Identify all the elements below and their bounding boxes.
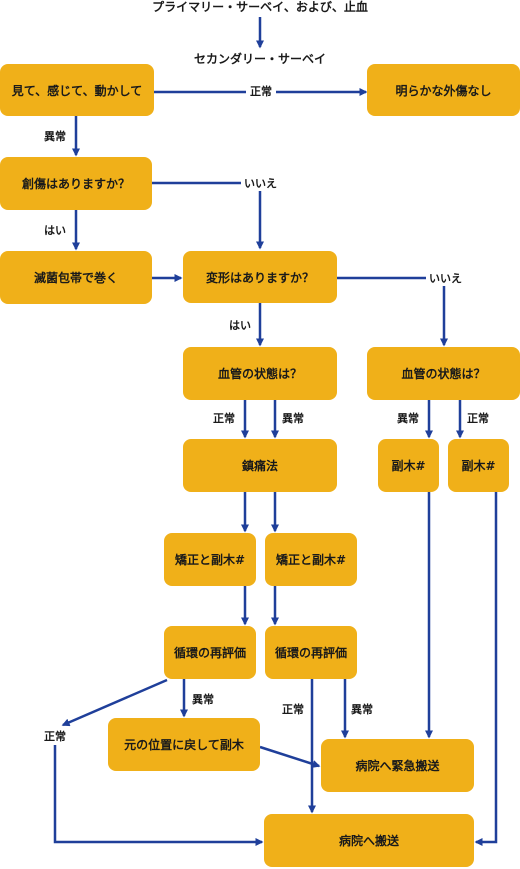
label-abnormal-top: 異常 xyxy=(44,130,66,144)
correct-splint-b-box: 矯正と副木# xyxy=(265,533,357,586)
label-normal-r: 正常 xyxy=(467,412,489,426)
splint-b-box: 副木# xyxy=(448,439,509,492)
arrow-no-2 xyxy=(337,276,448,347)
label-abnormal-r: 異常 xyxy=(397,412,419,426)
arrow-reposition-to-emergency xyxy=(259,745,321,768)
label-yes-2: はい xyxy=(229,319,251,333)
label-normal-left-out: 正常 xyxy=(44,730,66,744)
transport-box: 病院へ搬送 xyxy=(264,814,474,867)
reassess-a-box: 循環の再評価 xyxy=(164,626,256,679)
label-abnormal-ra: 異常 xyxy=(192,693,214,707)
label-normal-rb: 正常 xyxy=(282,703,304,717)
wound-question-box: 創傷はありますか？ xyxy=(0,157,152,210)
vascular-question-left-box: 血管の状態は？ xyxy=(183,347,337,400)
label-no-2: いいえ xyxy=(426,272,465,286)
primary-survey-label: プライマリー・サーベイ、および、止血 xyxy=(152,0,368,14)
look-feel-move-box: 見て、感じて、動かして xyxy=(0,64,154,116)
analgesia-box: 鎮痛法 xyxy=(183,439,337,492)
correct-splint-a-box: 矯正と副木# xyxy=(164,533,256,586)
label-normal-top: 正常 xyxy=(246,85,276,99)
splint-a-box: 副木# xyxy=(378,439,439,492)
emergency-transport-box: 病院へ緊急搬送 xyxy=(321,739,474,792)
reposition-splint-box: 元の位置に戻して副木 xyxy=(108,718,260,771)
label-abnormal-l: 異常 xyxy=(282,412,304,426)
label-abnormal-rb: 異常 xyxy=(351,703,373,717)
deformity-question-box: 変形はありますか？ xyxy=(183,251,337,303)
vascular-question-right-box: 血管の状態は？ xyxy=(367,347,520,400)
label-no-1: いいえ xyxy=(241,177,280,191)
arrow-normal-left xyxy=(61,678,168,727)
label-normal-l: 正常 xyxy=(213,412,235,426)
reassess-b-box: 循環の再評価 xyxy=(265,626,357,679)
label-yes-1: はい xyxy=(44,224,66,238)
arrow-no-1 xyxy=(152,181,264,250)
arrow-splint-b-to-transport xyxy=(474,492,498,846)
no-obvious-injury-box: 明らかな外傷なし xyxy=(367,64,520,116)
secondary-survey-label: セカンダリー・サーベイ xyxy=(193,52,326,66)
sterile-wrap-box: 滅菌包帯で巻く xyxy=(0,251,152,304)
arrow-normal-left-down xyxy=(53,745,264,846)
